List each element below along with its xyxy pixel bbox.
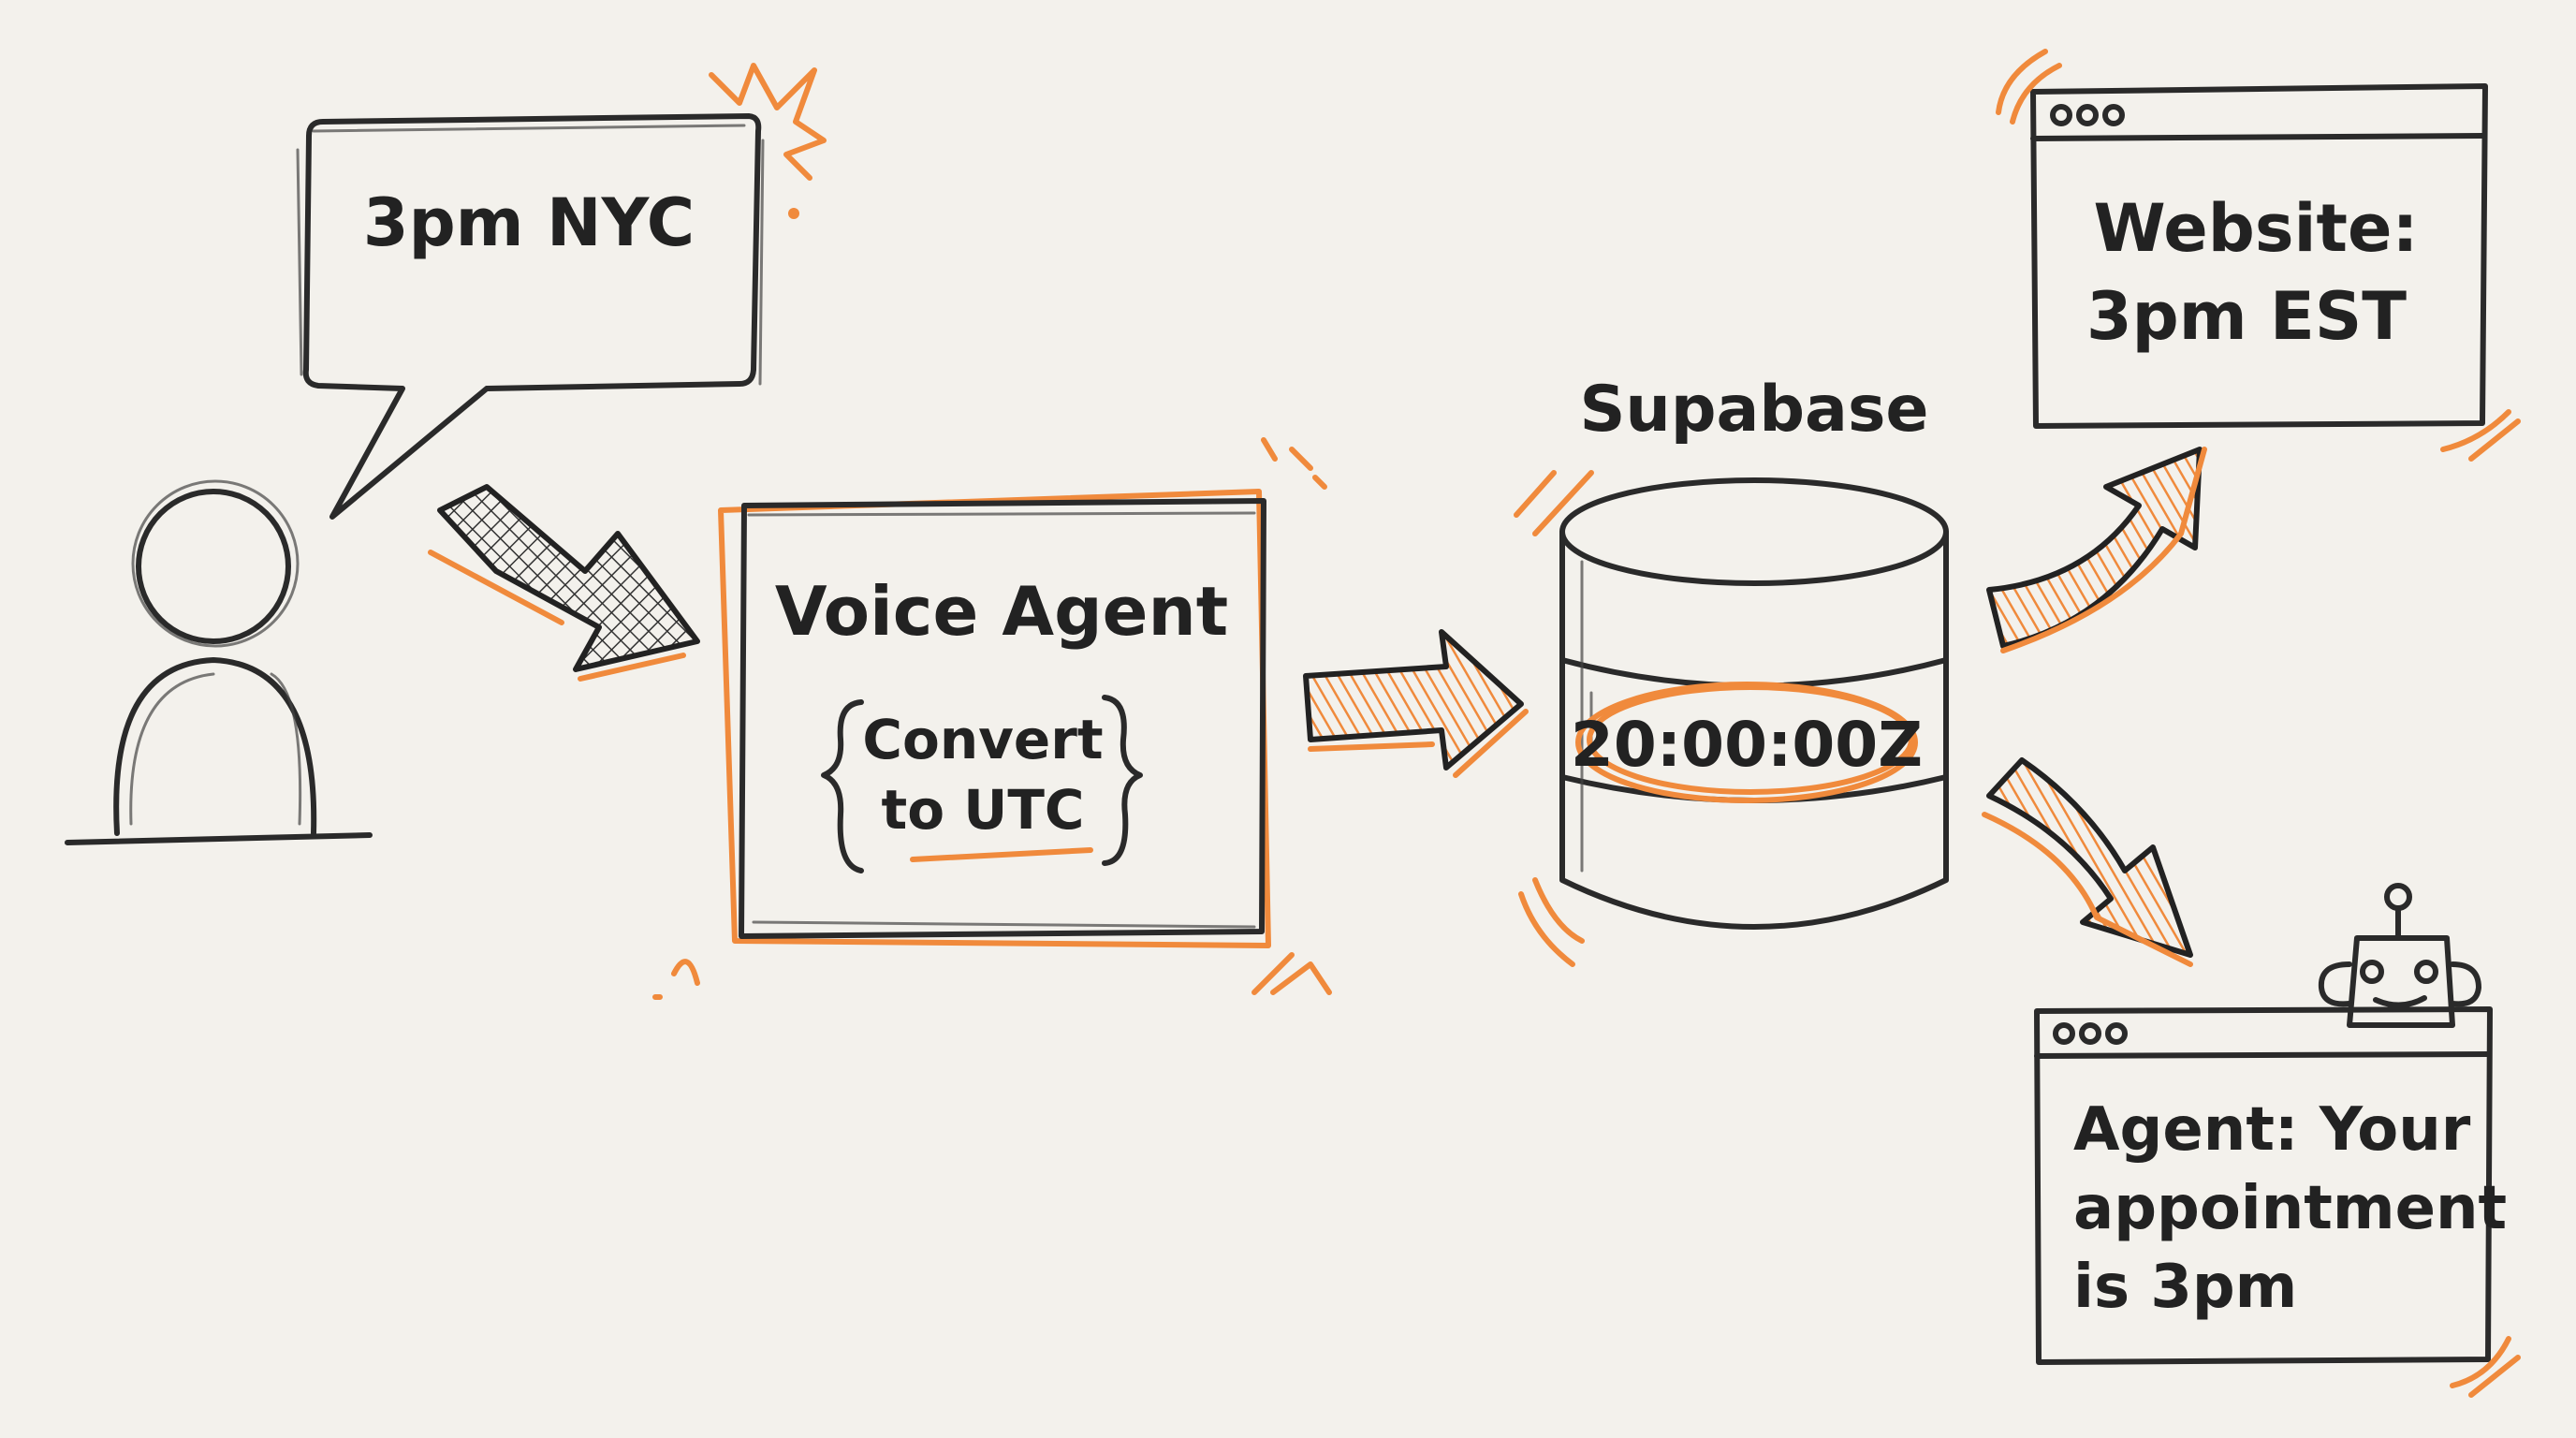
arrow-to-website [1986, 447, 2207, 653]
utc-timestamp-value: 20:00:00Z [1571, 709, 1923, 781]
utc-line: to UTC [882, 778, 1085, 842]
arrow-user-to-agent [428, 484, 700, 682]
voice-agent-title: Voice Agent [775, 572, 1228, 651]
right-brace [1102, 695, 1143, 866]
agent-line2: appointment [2073, 1174, 2507, 1243]
burst-icon [709, 63, 827, 181]
user-person-icon [65, 479, 373, 845]
window-dot-icon [2050, 104, 2072, 126]
left-brace [821, 699, 864, 873]
window-dot-icon [2105, 1022, 2128, 1045]
window-dot-icon [2079, 1022, 2101, 1045]
database-label: Supabase [1579, 373, 1928, 447]
website-line2: 3pm EST [2086, 278, 2407, 355]
arrow-agent-to-database [1303, 629, 1529, 778]
window-dot-icon [2102, 104, 2125, 126]
window-dot-icon [2053, 1022, 2075, 1045]
website-window: Website: 3pm EST [1996, 49, 2521, 462]
speech-text: 3pm NYC [363, 184, 695, 261]
agent-line3: is 3pm [2073, 1253, 2297, 1322]
supabase-database: Supabase 20:00:00Z [1514, 373, 1949, 967]
speech-bubble: 3pm NYC [296, 63, 827, 520]
convert-line: Convert [862, 708, 1103, 771]
window-dot-icon [2076, 104, 2099, 126]
voice-agent-box: Voice Agent Convert to UTC [652, 437, 1332, 1000]
website-line1: Website: [2094, 190, 2419, 267]
arrow-to-agent-chat [1982, 757, 2193, 967]
agent-chat-window: Agent: Your appointment is 3pm [2034, 1006, 2521, 1398]
robot-icon [2318, 883, 2481, 1028]
agent-line1: Agent: Your [2073, 1095, 2471, 1165]
